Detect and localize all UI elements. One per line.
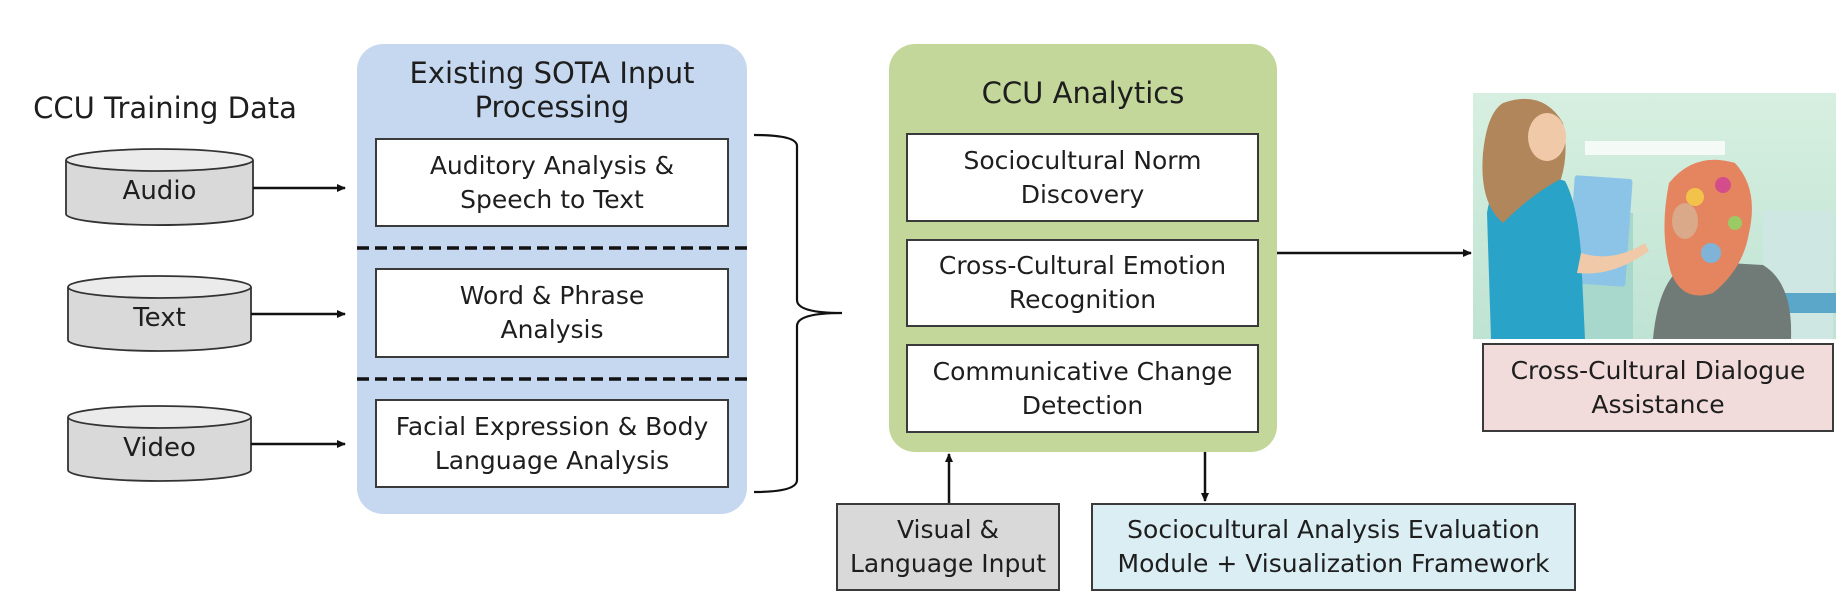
module-text: Language Analysis — [434, 445, 670, 475]
module-text: Discovery — [1020, 179, 1145, 209]
box-text: Sociocultural Analysis Evaluation — [1127, 515, 1540, 544]
text-database-icon — [67, 275, 252, 352]
visual-language-input-box: Visual & Language Input — [836, 503, 1060, 591]
module-text: Word & Phrase — [459, 281, 645, 310]
audio-database-icon — [65, 148, 254, 226]
module-text: Recognition — [1008, 285, 1157, 314]
nurse-patient-illustration — [1473, 93, 1836, 339]
module-text: Speech to Text — [460, 184, 644, 214]
module-text: Analysis — [500, 315, 604, 344]
video-database-icon — [67, 405, 252, 482]
input-processing-title-line1: Existing SOTA Input — [409, 56, 695, 90]
box-text: Assistance — [1591, 389, 1725, 419]
module-text: Detection — [1021, 390, 1144, 420]
module-text: Communicative Change — [932, 356, 1233, 386]
video-label: Video — [123, 433, 196, 463]
audio-label: Audio — [122, 176, 197, 206]
training-data-title: CCU Training Data — [33, 91, 297, 125]
grouping-brace — [753, 133, 843, 494]
box-text: Module + Visualization Framework — [1117, 549, 1550, 578]
box-text: Visual & — [896, 515, 1000, 544]
analytics-title: CCU Analytics — [981, 76, 1185, 110]
input-processing-title-line2: Processing — [474, 90, 630, 124]
auditory-analysis-module: Auditory Analysis & Speech to Text — [375, 138, 729, 227]
text-label: Text — [133, 303, 186, 333]
box-text: Cross-Cultural Dialogue — [1510, 355, 1806, 385]
dialogue-scene-image — [1473, 93, 1836, 339]
box-text: Language Input — [849, 549, 1047, 578]
input-processing-title: Existing SOTA Input Processing — [357, 56, 747, 124]
module-text: Sociocultural Norm — [963, 145, 1202, 175]
module-text: Cross-Cultural Emotion — [938, 251, 1227, 280]
module-text: Auditory Analysis & — [429, 150, 675, 180]
module-text: Facial Expression & Body — [395, 411, 709, 441]
